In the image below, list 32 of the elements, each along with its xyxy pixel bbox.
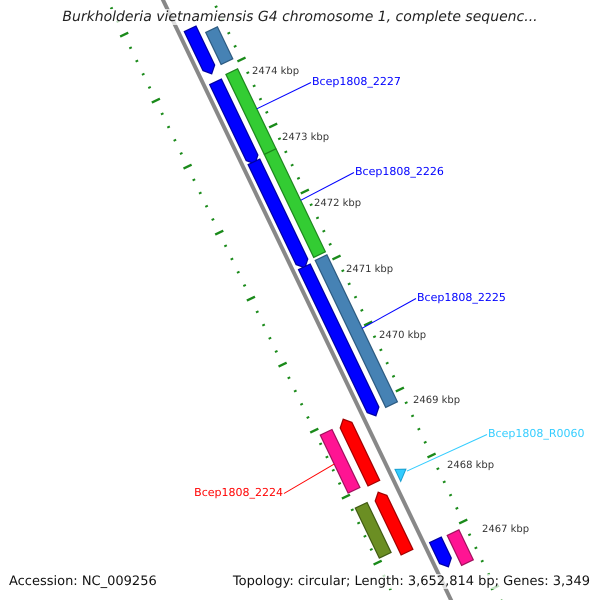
scale-label: 2469 kbp <box>413 395 460 406</box>
scale-label: 2470 kbp <box>379 330 426 341</box>
gene-label: Bcep1808_R0060 <box>488 427 584 440</box>
scale-label: 2473 kbp <box>282 132 330 143</box>
gene-block <box>340 418 380 487</box>
feature-marker <box>394 468 407 483</box>
gene-block <box>225 68 277 156</box>
gene-block <box>428 536 452 568</box>
gene-block <box>320 428 361 494</box>
leader-line <box>284 464 335 494</box>
gene-block <box>208 78 259 165</box>
scale-label: 2467 kbp <box>482 524 530 535</box>
gene-block <box>184 25 216 75</box>
gene-label: Bcep1808_2227 <box>312 75 401 88</box>
scale-label: 2471 kbp <box>346 264 394 275</box>
gene-block <box>204 26 234 66</box>
scale-label: 2472 kbp <box>314 198 362 209</box>
leader-line <box>406 434 488 472</box>
gene-block <box>247 158 308 269</box>
leader-line <box>300 172 354 201</box>
gene-label: Bcep1808_2224 <box>194 486 283 499</box>
gene-block <box>446 529 474 566</box>
scale-label: 2474 kbp <box>252 66 300 77</box>
gene-label: Bcep1808_2226 <box>355 165 444 178</box>
accession-text: Accession: NC_009256 <box>9 574 157 589</box>
leader-line <box>362 298 416 329</box>
gene-block <box>354 502 392 559</box>
scale-label: 2468 kbp <box>447 460 494 471</box>
leader-line <box>256 82 312 110</box>
genome-summary-text: Topology: circular; Length: 3,652,814 bp; Genes: 3,349 <box>232 574 590 589</box>
gene-block <box>374 491 414 556</box>
gene-label: Bcep1808_2225 <box>417 291 506 304</box>
